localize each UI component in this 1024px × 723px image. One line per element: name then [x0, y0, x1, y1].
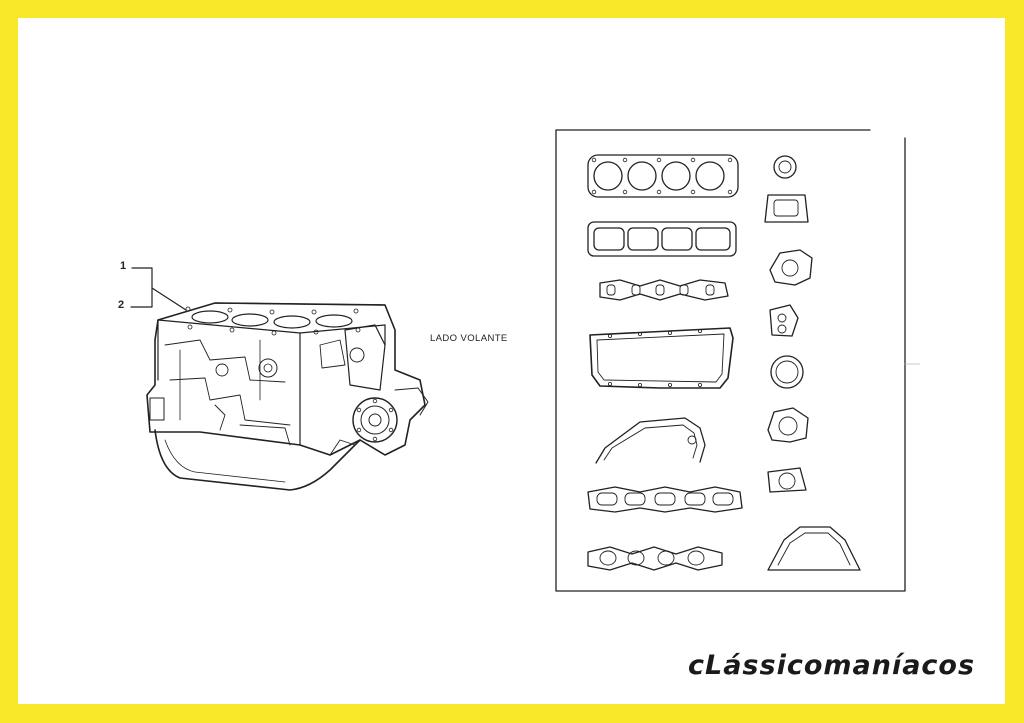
callout-2: 2 — [118, 299, 125, 311]
callout-leaders — [130, 267, 187, 311]
gasket-set-panel — [555, 129, 921, 592]
rocker-cover-gasket — [587, 221, 737, 257]
engine-block-drawing — [146, 302, 429, 491]
timing-cover-gasket — [595, 417, 706, 464]
brand-logo-text: cLássicomaníacos — [688, 650, 976, 681]
oil-pan-gasket — [589, 327, 734, 389]
exhaust-gasket — [587, 546, 723, 571]
intake-gasket — [599, 279, 729, 301]
small-seals — [764, 155, 861, 571]
side-label: LADO VOLANTE — [430, 333, 508, 344]
page-frame — [18, 18, 1005, 704]
manifold-gasket — [587, 486, 743, 513]
callout-1: 1 — [120, 260, 127, 272]
head-gasket — [587, 154, 739, 198]
